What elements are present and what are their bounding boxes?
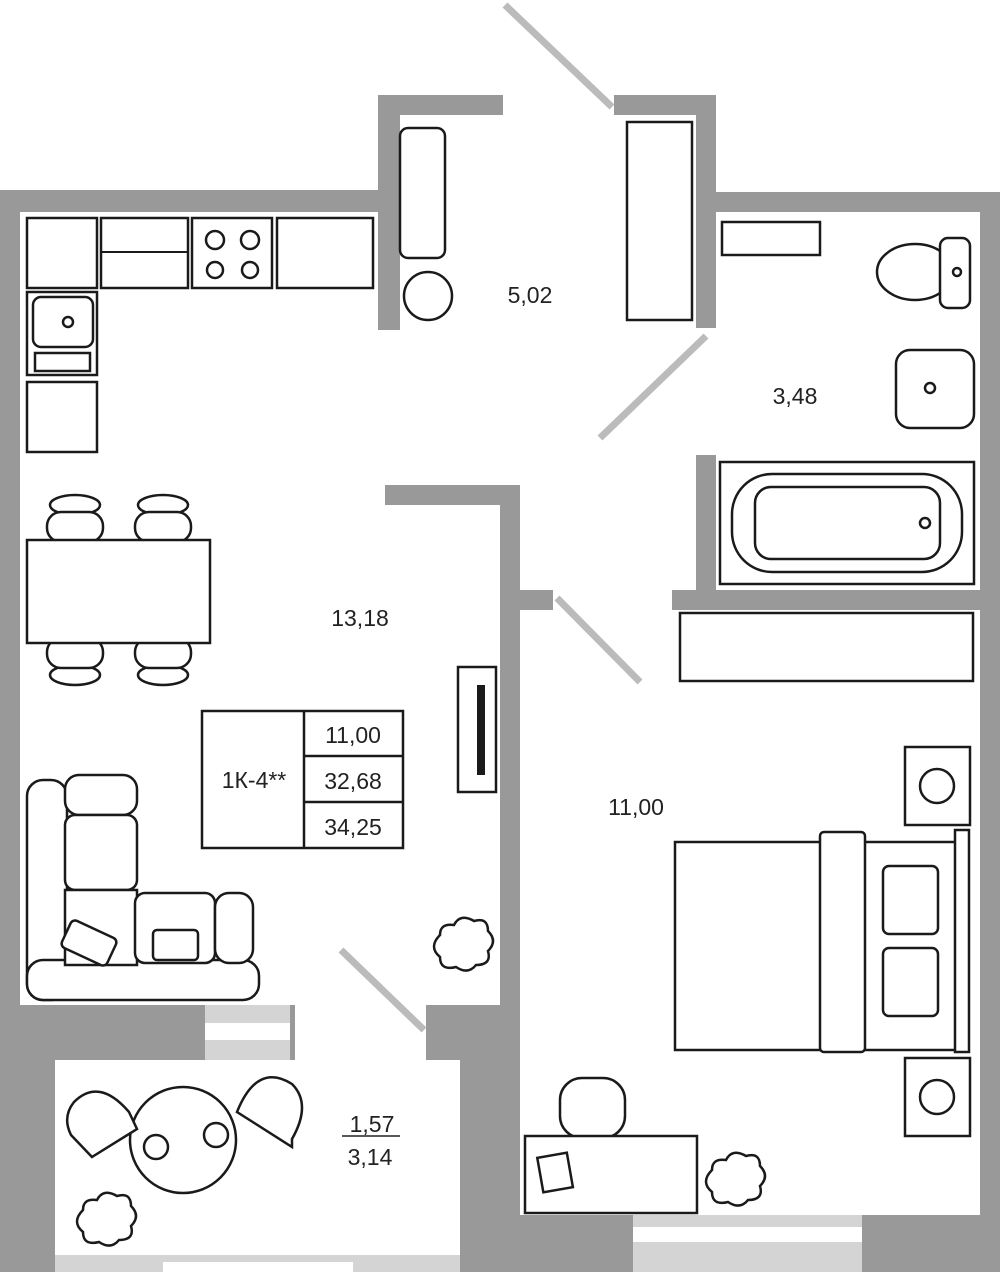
balcony-area-reduced: 1,57 — [350, 1111, 395, 1137]
windows — [55, 1005, 862, 1272]
washer-icon — [398, 126, 447, 260]
doors — [338, 2, 709, 1033]
living-area: 11,00 — [325, 722, 381, 748]
dining-set — [25, 493, 212, 687]
armchair — [235, 1076, 304, 1150]
bedroom-area: 11,00 — [608, 794, 664, 820]
bathroom-fixtures — [625, 120, 976, 586]
sofa — [25, 773, 261, 1002]
kitchen-living-area: 13,18 — [331, 605, 389, 631]
balcony-area-full: 3,14 — [348, 1144, 393, 1170]
summary-table: 1К-4** 11,00 32,68 34,25 — [200, 709, 405, 850]
kitchen-furniture — [25, 126, 454, 454]
plant-icon — [704, 1151, 767, 1207]
plant-icon — [75, 1191, 138, 1247]
apartment-type: 1К-4** — [222, 767, 287, 793]
bathroom-area: 3,48 — [773, 383, 818, 409]
walls — [0, 95, 1000, 1272]
plant-icon — [432, 916, 495, 972]
wardrobe-bedroom — [678, 611, 975, 683]
dining-table — [25, 538, 212, 645]
balcony-furniture — [65, 1076, 304, 1247]
armchair — [65, 1090, 139, 1159]
total-area-with-balcony: 34,25 — [324, 814, 382, 840]
total-area: 32,68 — [324, 768, 382, 794]
wardrobe-hall — [625, 120, 694, 322]
bedroom-furniture — [523, 745, 972, 1215]
hall-area: 5,02 — [508, 282, 553, 308]
stove-icon — [190, 216, 274, 290]
round-table — [128, 1085, 238, 1195]
